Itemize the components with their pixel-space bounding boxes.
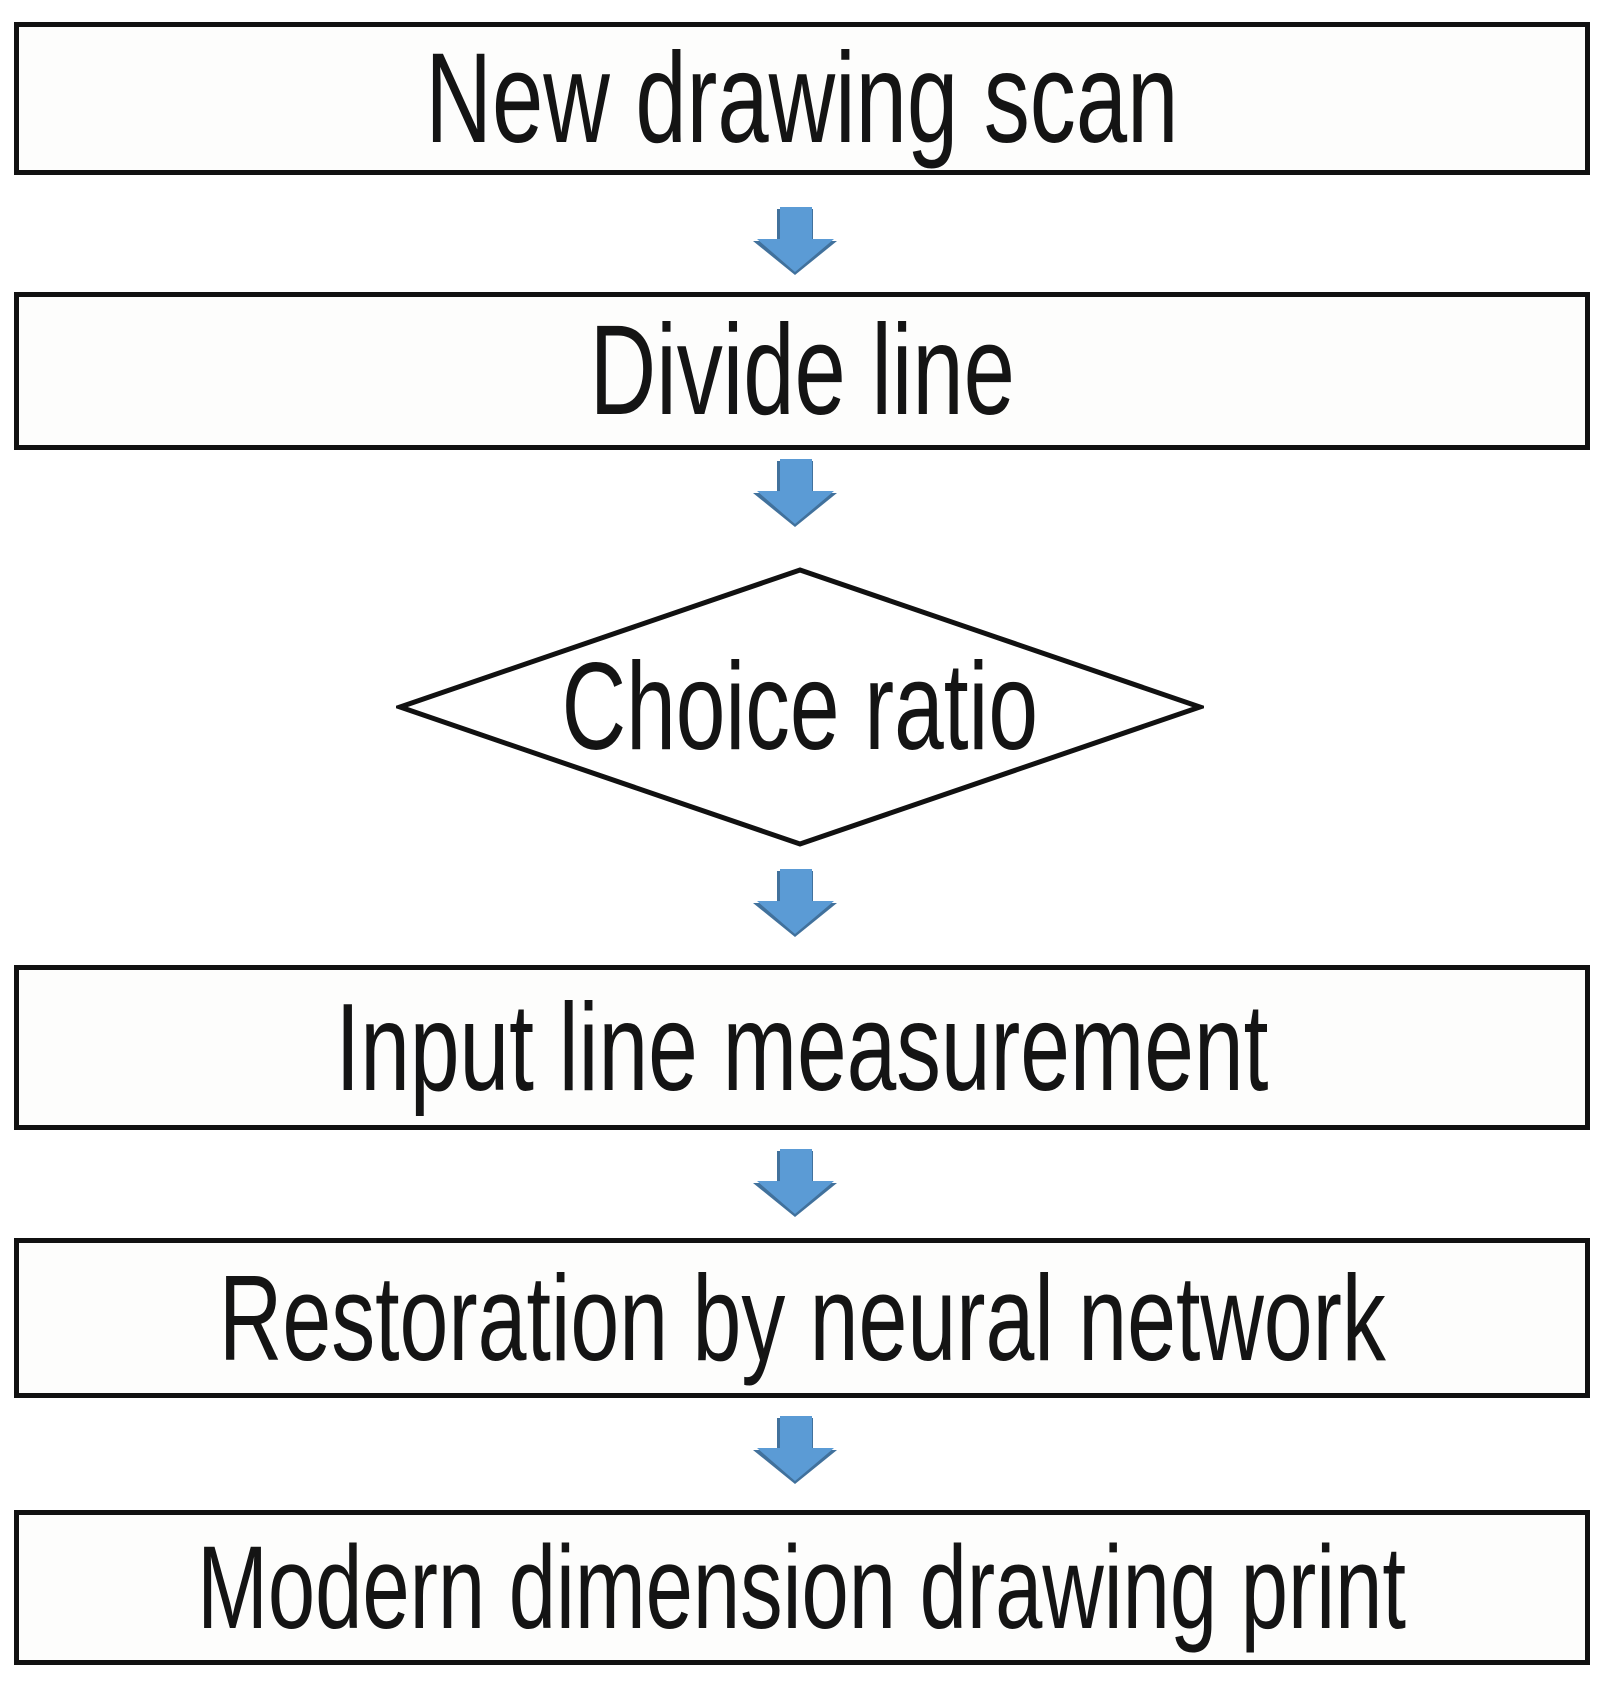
node-label-restoration-by-neural-network: Restoration by neural network	[218, 1250, 1386, 1386]
node-label-divide-line: Divide line	[589, 299, 1015, 442]
node-new-drawing-scan[interactable]: New drawing scan	[14, 22, 1590, 175]
node-restoration-by-neural-network[interactable]: Restoration by neural network	[14, 1238, 1590, 1398]
node-label-new-drawing-scan: New drawing scan	[425, 26, 1179, 170]
down-arrow-icon	[749, 455, 841, 529]
node-label-input-line-measurement: Input line measurement	[335, 978, 1269, 1117]
node-label-choice-ratio: Choice ratio	[561, 638, 1039, 776]
down-arrow-icon	[749, 1145, 841, 1219]
node-label-modern-dimension-drawing-print: Modern dimension drawing print	[197, 1521, 1407, 1654]
node-input-line-measurement[interactable]: Input line measurement	[14, 965, 1590, 1130]
node-choice-ratio[interactable]: Choice ratio	[396, 566, 1204, 848]
down-arrow-icon	[749, 865, 841, 939]
down-arrow-icon	[749, 1412, 841, 1486]
node-modern-dimension-drawing-print[interactable]: Modern dimension drawing print	[14, 1510, 1590, 1665]
diamond-shape	[396, 567, 1204, 847]
down-arrow-icon	[749, 203, 841, 277]
node-divide-line[interactable]: Divide line	[14, 292, 1590, 450]
